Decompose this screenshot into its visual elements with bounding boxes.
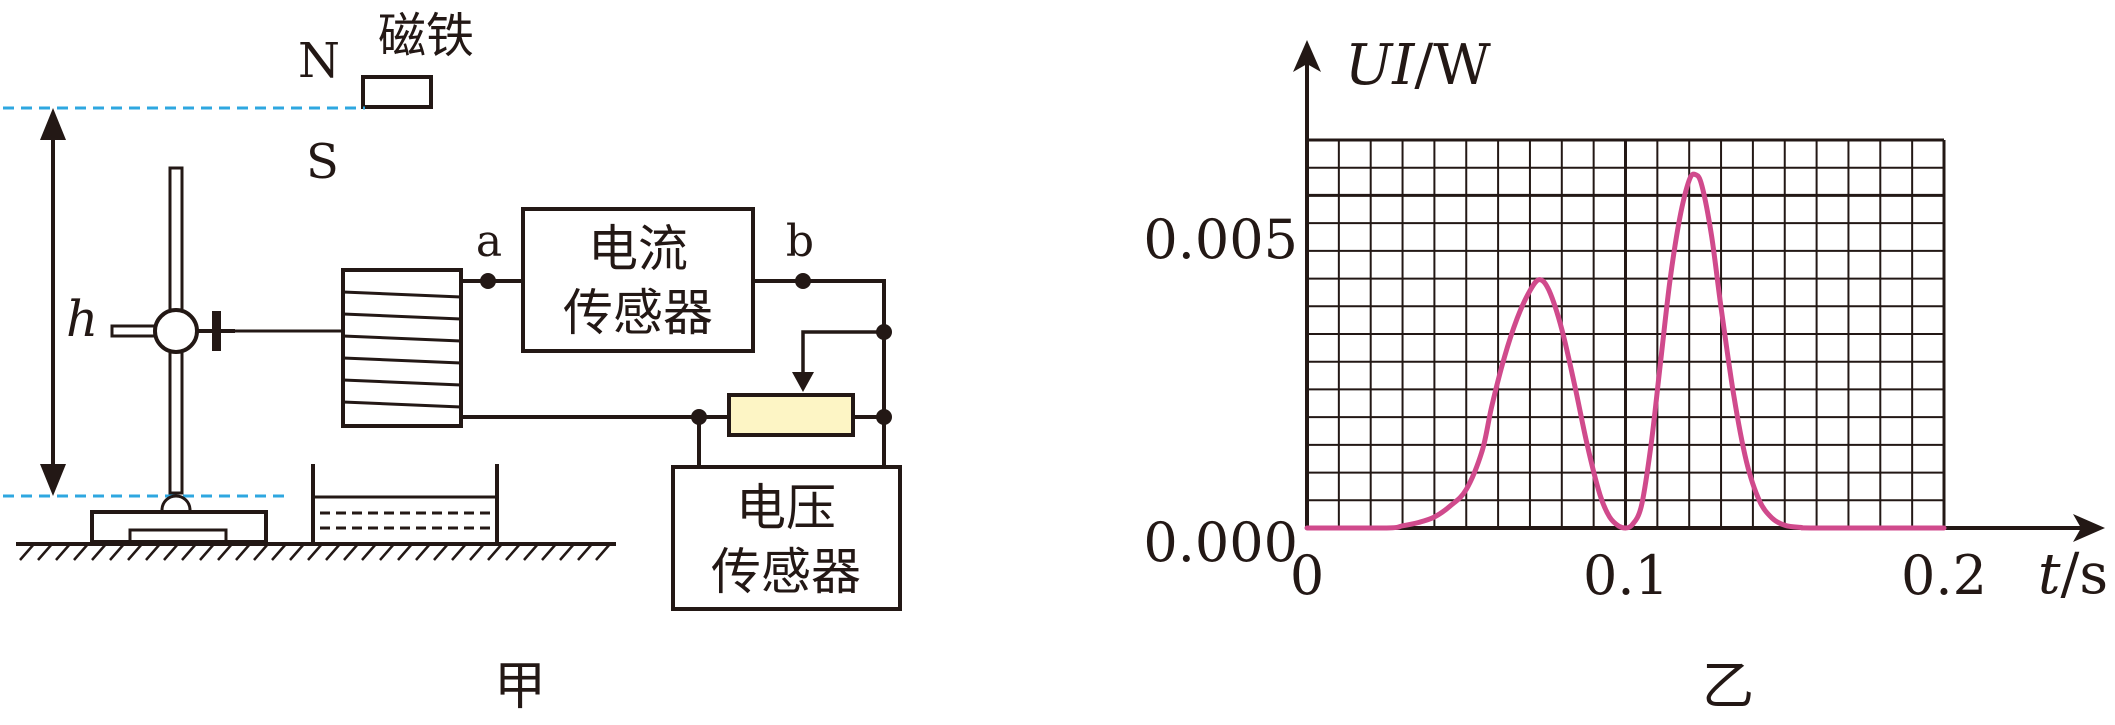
junction-a [480, 273, 496, 289]
rheostat [727, 393, 855, 437]
slider-arrow [792, 372, 814, 392]
height-label: h [66, 290, 98, 348]
x-tick-label-2: 0.2 [1901, 544, 1987, 607]
magnet-north-label: N [298, 33, 340, 89]
height-arrow-top-head [40, 108, 66, 140]
chart-caption: 乙 [1702, 657, 1754, 717]
clamp-plate [212, 311, 221, 351]
stand-base [90, 510, 268, 544]
terminal-b-label: b [786, 216, 814, 267]
clamp-knob [153, 308, 199, 354]
y-axis-label-quantity: UI [1345, 33, 1416, 98]
junction-slider [876, 324, 892, 340]
voltage-sensor-label-1: 电压 [736, 479, 836, 537]
voltage-sensor-label-2: 传感器 [711, 543, 861, 601]
diagram-caption: 甲 [494, 657, 546, 717]
x-tick-label-1: 0.1 [1583, 544, 1669, 607]
container-walls [311, 464, 499, 544]
junction-right [876, 409, 892, 425]
y-axis-arrow [1293, 40, 1321, 72]
magnet [361, 75, 433, 109]
series-line [1304, 171, 1947, 531]
ground-hatching [19, 543, 611, 561]
current-sensor-label-2: 传感器 [563, 284, 713, 342]
coil-windings [342, 290, 462, 409]
coil [341, 268, 463, 428]
x-axis-arrow [2073, 514, 2105, 542]
clamp-arm [110, 324, 158, 338]
magnet-label: 磁铁 [378, 8, 474, 64]
y-tick-label-1: 0.005 [1143, 208, 1298, 271]
experiment-diagram: 磁铁 N S h [3, 8, 902, 717]
height-arrow-bottom-head [40, 464, 66, 496]
voltage-sensor [671, 465, 902, 611]
x-axis-label-unit: /s [2061, 542, 2109, 607]
junction-left [691, 409, 707, 425]
y-tick-label-0: 0.000 [1143, 511, 1298, 574]
y-axis-label: UI/W [1345, 33, 1491, 98]
x-axis-label: t/s [2038, 542, 2108, 607]
slider-wire [801, 330, 884, 375]
power-time-chart: UI/W t/s 0 0.1 0.2 0.000 0.005 乙 [1143, 33, 2108, 717]
current-sensor-label-1: 电流 [588, 220, 688, 278]
stand-foot [160, 494, 192, 511]
x-tick-label-0: 0 [1290, 544, 1324, 607]
terminal-a-label: a [476, 216, 502, 267]
y-axis-label-unit: /W [1414, 33, 1491, 98]
wire-b-to-right [803, 279, 886, 417]
magnet-south-label: S [306, 134, 339, 190]
chart-grid-major [1307, 138, 1946, 528]
x-axis-label-quantity: t [2038, 542, 2061, 607]
